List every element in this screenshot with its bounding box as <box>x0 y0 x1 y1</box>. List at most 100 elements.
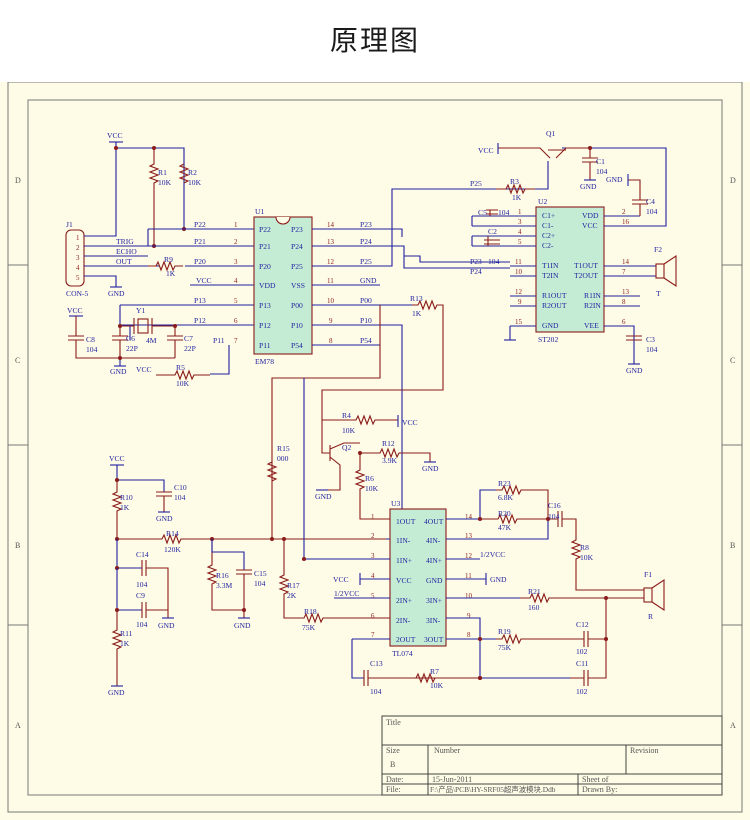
resistor-r23[interactable]: R23 6.8K <box>496 479 549 519</box>
resistor-r1[interactable]: R1 10K <box>148 148 172 248</box>
capacitor-c5[interactable]: C5 104 <box>478 208 510 217</box>
resistor-r15[interactable]: R15 000 <box>266 305 381 539</box>
transistor-q1[interactable]: VCC Q1 <box>478 129 590 159</box>
u2-pin-t2out: T2OUT <box>574 271 598 280</box>
capacitor-c15[interactable]: GND C15 104 <box>211 539 267 630</box>
u2-vee-gnd: GND <box>626 366 643 375</box>
resistor-r3[interactable]: R3 1K <box>496 177 535 202</box>
resistor-r10[interactable]: R10 1K <box>111 480 133 539</box>
u2-num-15: 15 <box>515 318 523 326</box>
border-row-d-left: D <box>15 176 21 185</box>
resistor-r5[interactable]: VCC R5 10K <box>136 363 210 388</box>
resistor-r21[interactable]: R21 160 <box>520 587 644 612</box>
c7-value: 22P <box>184 344 196 353</box>
capacitor-c10[interactable]: GND C10 104 <box>156 483 187 523</box>
u3-left-wiring: VCC 1/2VCC 1/2VCC GND <box>302 378 507 679</box>
resistor-r6[interactable]: R6 10K <box>354 453 390 520</box>
capacitor-c4[interactable]: GND C4 104 <box>606 174 658 216</box>
u3-value: TL074 <box>392 649 413 658</box>
u3-half-vcc-left: 1/2VCC <box>334 589 359 598</box>
r23-value: 6.8K <box>498 493 513 502</box>
resistor-r8[interactable]: R8 10K <box>570 530 644 591</box>
u1-right-nets: P23 P24 P25 GND P00 P10 P54 <box>312 161 549 540</box>
tb-revision-label: Revision <box>630 746 658 755</box>
resistor-r14[interactable]: R14 120K <box>115 529 386 554</box>
u1-pin-p25: P25 <box>291 262 303 271</box>
r8-value: 10K <box>580 553 594 562</box>
capacitor-c11[interactable]: C11 102 <box>570 639 607 696</box>
border-row-b-left: B <box>15 541 20 550</box>
page-header: 原理图 <box>0 0 750 82</box>
capacitor-c9[interactable]: GND C9 104 <box>115 568 175 630</box>
u1-pin-vss: VSS <box>291 281 305 290</box>
u3-pin-2in-: 2IN- <box>396 616 411 625</box>
net-gnd-u1: GND <box>360 276 377 285</box>
resistor-r9[interactable]: R9 1K <box>148 255 183 278</box>
tb-file-label: File: <box>386 785 401 794</box>
resistor-r17[interactable]: R17 2K <box>278 537 302 619</box>
chip-u2[interactable]: U2 ST202 C1+ C1- C2+ C2- T1IN T2IN R1OUT… <box>515 197 630 344</box>
u2-num-11: 11 <box>515 258 522 266</box>
capacitor-c13[interactable]: C13 104 <box>363 659 480 696</box>
transistor-q2[interactable]: Q2 GND <box>315 420 360 501</box>
r6-ref: R6 <box>365 474 374 483</box>
r4-ref: R4 <box>342 411 351 420</box>
u2-net-p24: P24 <box>470 267 482 276</box>
tb-size-value: B <box>390 760 395 769</box>
r7-value: 10K <box>430 681 444 690</box>
u2-wiring: P23 P24 P25 GND <box>470 147 667 375</box>
u3-pin-4out: 4OUT <box>424 517 444 526</box>
connector-j1[interactable]: J1 CON-5 1 2 3 4 5 <box>65 220 89 298</box>
resistor-r13[interactable]: R13 1K <box>321 294 444 420</box>
u1-pin-p24: P24 <box>291 242 303 251</box>
chip-u1[interactable]: U1 EM78 P22 P21 P20 VDD P13 P12 P11 P23 … <box>234 207 335 366</box>
net-p12: P12 <box>194 316 206 325</box>
y1-ref: Y1 <box>136 306 145 315</box>
resistor-r16[interactable]: R16 3.3M <box>206 539 244 611</box>
r1-ref: R1 <box>158 168 167 177</box>
capacitor-c8[interactable]: VCC C8 104 GND <box>67 306 175 376</box>
u2-pin-r2out: R2OUT <box>542 301 567 310</box>
r14-value: 120K <box>164 545 181 554</box>
r19-value: 75K <box>498 643 512 652</box>
capacitor-c2[interactable]: C2 104 <box>484 227 500 266</box>
f1-value: R <box>648 612 654 621</box>
sheet-border: D C B A D C B A <box>7 82 743 813</box>
c4-gnd: GND <box>606 175 623 184</box>
resistor-r20[interactable]: R20 47K <box>480 509 558 532</box>
r18-value: 75K <box>302 623 316 632</box>
capacitor-c16[interactable]: C16 104 <box>548 501 577 530</box>
r18-ref: R18 <box>304 607 317 616</box>
resistor-r4[interactable]: VCC R4 10K <box>322 411 418 435</box>
f1-ref: F1 <box>644 570 652 579</box>
capacitor-c6[interactable]: C6 22P <box>112 326 138 358</box>
resistor-r11[interactable]: GND R11 1K <box>108 610 133 697</box>
chip-u3[interactable]: U3 TL074 1OUT 1IN- 1IN+ VCC 2IN+ 2IN- 2O… <box>371 499 473 658</box>
u1-pin-p20: P20 <box>259 262 271 271</box>
capacitor-c12[interactable]: C12 102 <box>570 598 608 656</box>
resistor-r18[interactable]: R18 75K <box>302 607 390 632</box>
border-row-d-right: D <box>730 176 736 185</box>
transducer-f2[interactable]: F2 T <box>654 245 677 298</box>
u2-pin-vdd: VDD <box>582 211 599 220</box>
c8-gnd: GND <box>110 367 127 376</box>
r4-vcc: VCC <box>402 418 418 427</box>
c2-ref: C2 <box>488 227 497 236</box>
j1-pin-2: 2 <box>76 244 80 252</box>
capacitor-c1[interactable]: GND C1 104 <box>580 146 608 191</box>
u3-num-13: 13 <box>465 532 473 540</box>
u2-pin-r1in: R1IN <box>584 291 601 300</box>
tb-file-value: F:\产品\PCB\HY-SRF05超声波模块.Ddb <box>430 785 556 794</box>
u2-ref: U2 <box>538 197 547 206</box>
resistor-r12[interactable]: GND R12 3.9K <box>358 439 439 473</box>
q1-ref: Q1 <box>546 129 555 138</box>
capacitor-c3[interactable]: C3 104 <box>626 335 658 354</box>
resistor-r19[interactable]: R19 75K <box>496 627 570 652</box>
transducer-f1[interactable]: F1 R <box>643 570 665 621</box>
capacitor-c7[interactable]: C7 22P <box>167 326 196 358</box>
r17-value: 2K <box>287 591 297 600</box>
j1-value: CON-5 <box>66 289 89 298</box>
j1-ref: J1 <box>66 220 73 229</box>
r11-gnd: GND <box>108 688 125 697</box>
u2-net-p23: P23 <box>470 257 482 266</box>
